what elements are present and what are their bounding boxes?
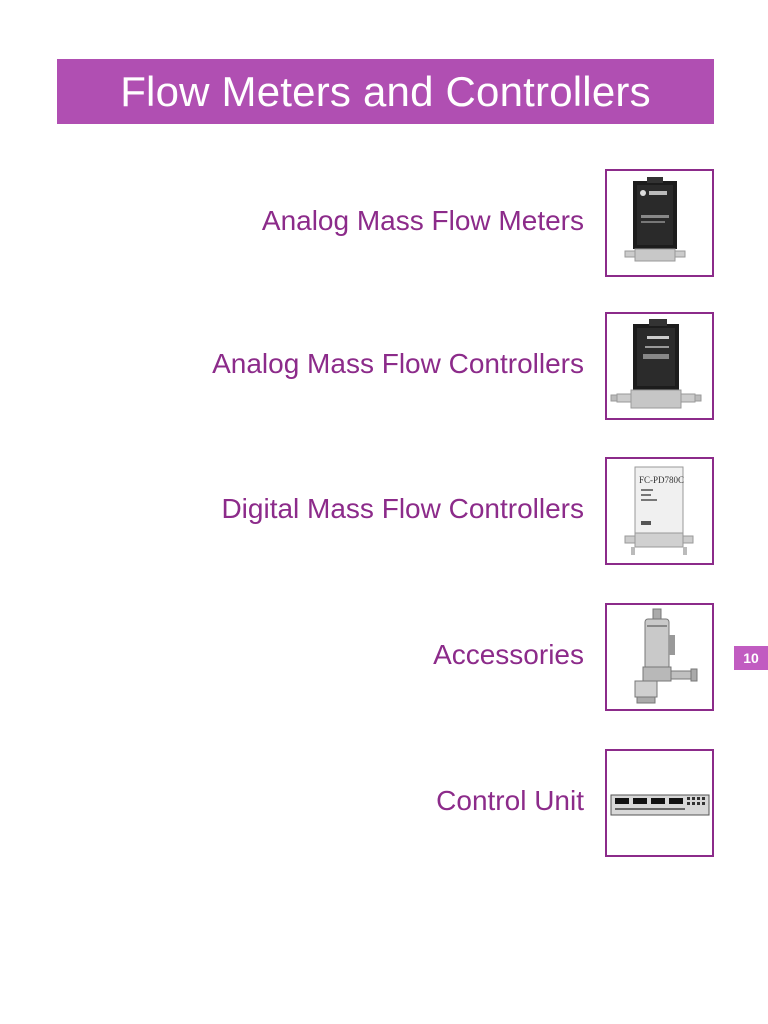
- control-unit-image: [605, 749, 714, 857]
- page-title: Flow Meters and Controllers: [120, 67, 651, 115]
- page-number: 10: [743, 650, 759, 666]
- section-label[interactable]: Digital Mass Flow Controllers: [221, 493, 584, 524]
- section-control-unit[interactable]: Control Unit: [0, 749, 768, 857]
- model-text: FC-PD780C: [639, 475, 684, 485]
- analog-mass-flow-meter-image: [605, 169, 714, 277]
- analog-mass-flow-meter-illustration: [607, 171, 712, 275]
- title-banner: Flow Meters and Controllers: [57, 59, 714, 124]
- accessory-valve-illustration: [607, 605, 712, 709]
- analog-mass-flow-controller-image: [605, 312, 714, 420]
- page-number-tab: 10: [734, 646, 768, 670]
- section-analog-mass-flow-controllers[interactable]: Analog Mass Flow Controllers: [0, 312, 768, 420]
- section-label[interactable]: Control Unit: [436, 785, 584, 816]
- section-label[interactable]: Analog Mass Flow Controllers: [212, 348, 584, 379]
- digital-mass-flow-controller-image: FC-PD780C: [605, 457, 714, 565]
- control-unit-illustration: [607, 751, 712, 855]
- accessory-valve-image: [605, 603, 714, 711]
- section-label[interactable]: Analog Mass Flow Meters: [261, 205, 584, 236]
- section-digital-mass-flow-controllers[interactable]: Digital Mass Flow Controllers FC-PD780C: [0, 457, 768, 565]
- digital-mass-flow-controller-illustration: FC-PD780C: [607, 459, 712, 563]
- section-accessories[interactable]: Accessories: [0, 603, 768, 711]
- analog-mass-flow-controller-illustration: [607, 314, 712, 418]
- section-label[interactable]: Accessories: [433, 639, 584, 670]
- section-analog-mass-flow-meters[interactable]: Analog Mass Flow Meters: [0, 169, 768, 277]
